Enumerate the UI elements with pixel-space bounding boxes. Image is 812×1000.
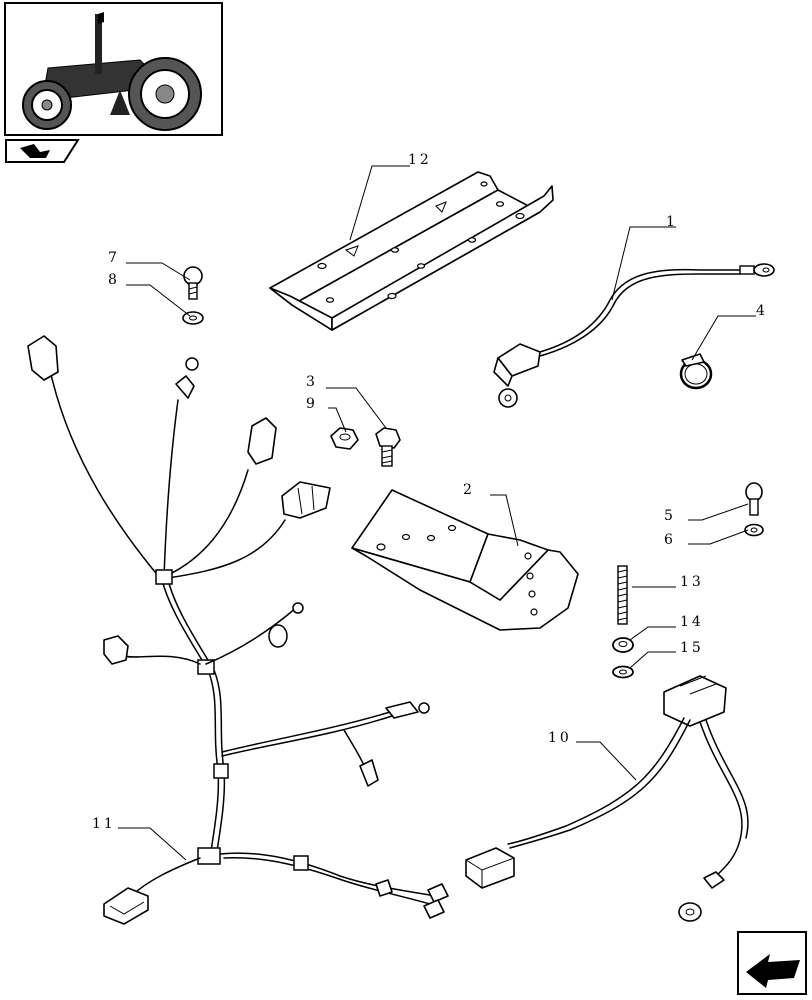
callout-9: 9 xyxy=(306,396,318,412)
callout-13: 13 xyxy=(680,574,704,590)
callout-1: 1 xyxy=(666,214,678,230)
next-page-arrow-icon[interactable] xyxy=(737,931,807,995)
callout-15: 15 xyxy=(680,640,704,656)
callout-7: 7 xyxy=(108,250,120,266)
callout-6: 6 xyxy=(664,532,676,548)
callout-10: 10 xyxy=(548,730,572,746)
callout-14: 14 xyxy=(680,614,704,630)
part-10-harness xyxy=(465,675,749,922)
callout-8: 8 xyxy=(108,272,120,288)
leader-lines xyxy=(118,165,756,861)
part-8-washer xyxy=(182,311,204,325)
part-9-nut xyxy=(330,427,359,450)
tractor-thumbnail-icon[interactable] xyxy=(4,2,223,136)
part-1-battery-cable xyxy=(493,263,775,408)
part-6-washer xyxy=(744,523,764,537)
part-5-bolt xyxy=(745,482,763,516)
section-bookmark-icon[interactable] xyxy=(5,139,80,163)
callout-3: 3 xyxy=(306,374,318,390)
callout-5: 5 xyxy=(664,508,676,524)
part-12-channel-bracket xyxy=(269,171,554,331)
part-2-support-bracket xyxy=(351,489,579,631)
callout-11: 11 xyxy=(92,816,116,832)
callout-12: 12 xyxy=(408,152,432,168)
part-15-washer xyxy=(612,665,634,679)
callout-2: 2 xyxy=(463,482,475,498)
part-7-bolt xyxy=(183,266,203,300)
part-14-nut xyxy=(612,637,634,653)
part-11-wiring-harness xyxy=(27,335,449,925)
part-13-threaded-stud xyxy=(617,565,628,625)
part-4-cable-clamp xyxy=(679,353,713,390)
callout-4: 4 xyxy=(756,303,768,319)
part-3-bolt xyxy=(375,427,401,467)
